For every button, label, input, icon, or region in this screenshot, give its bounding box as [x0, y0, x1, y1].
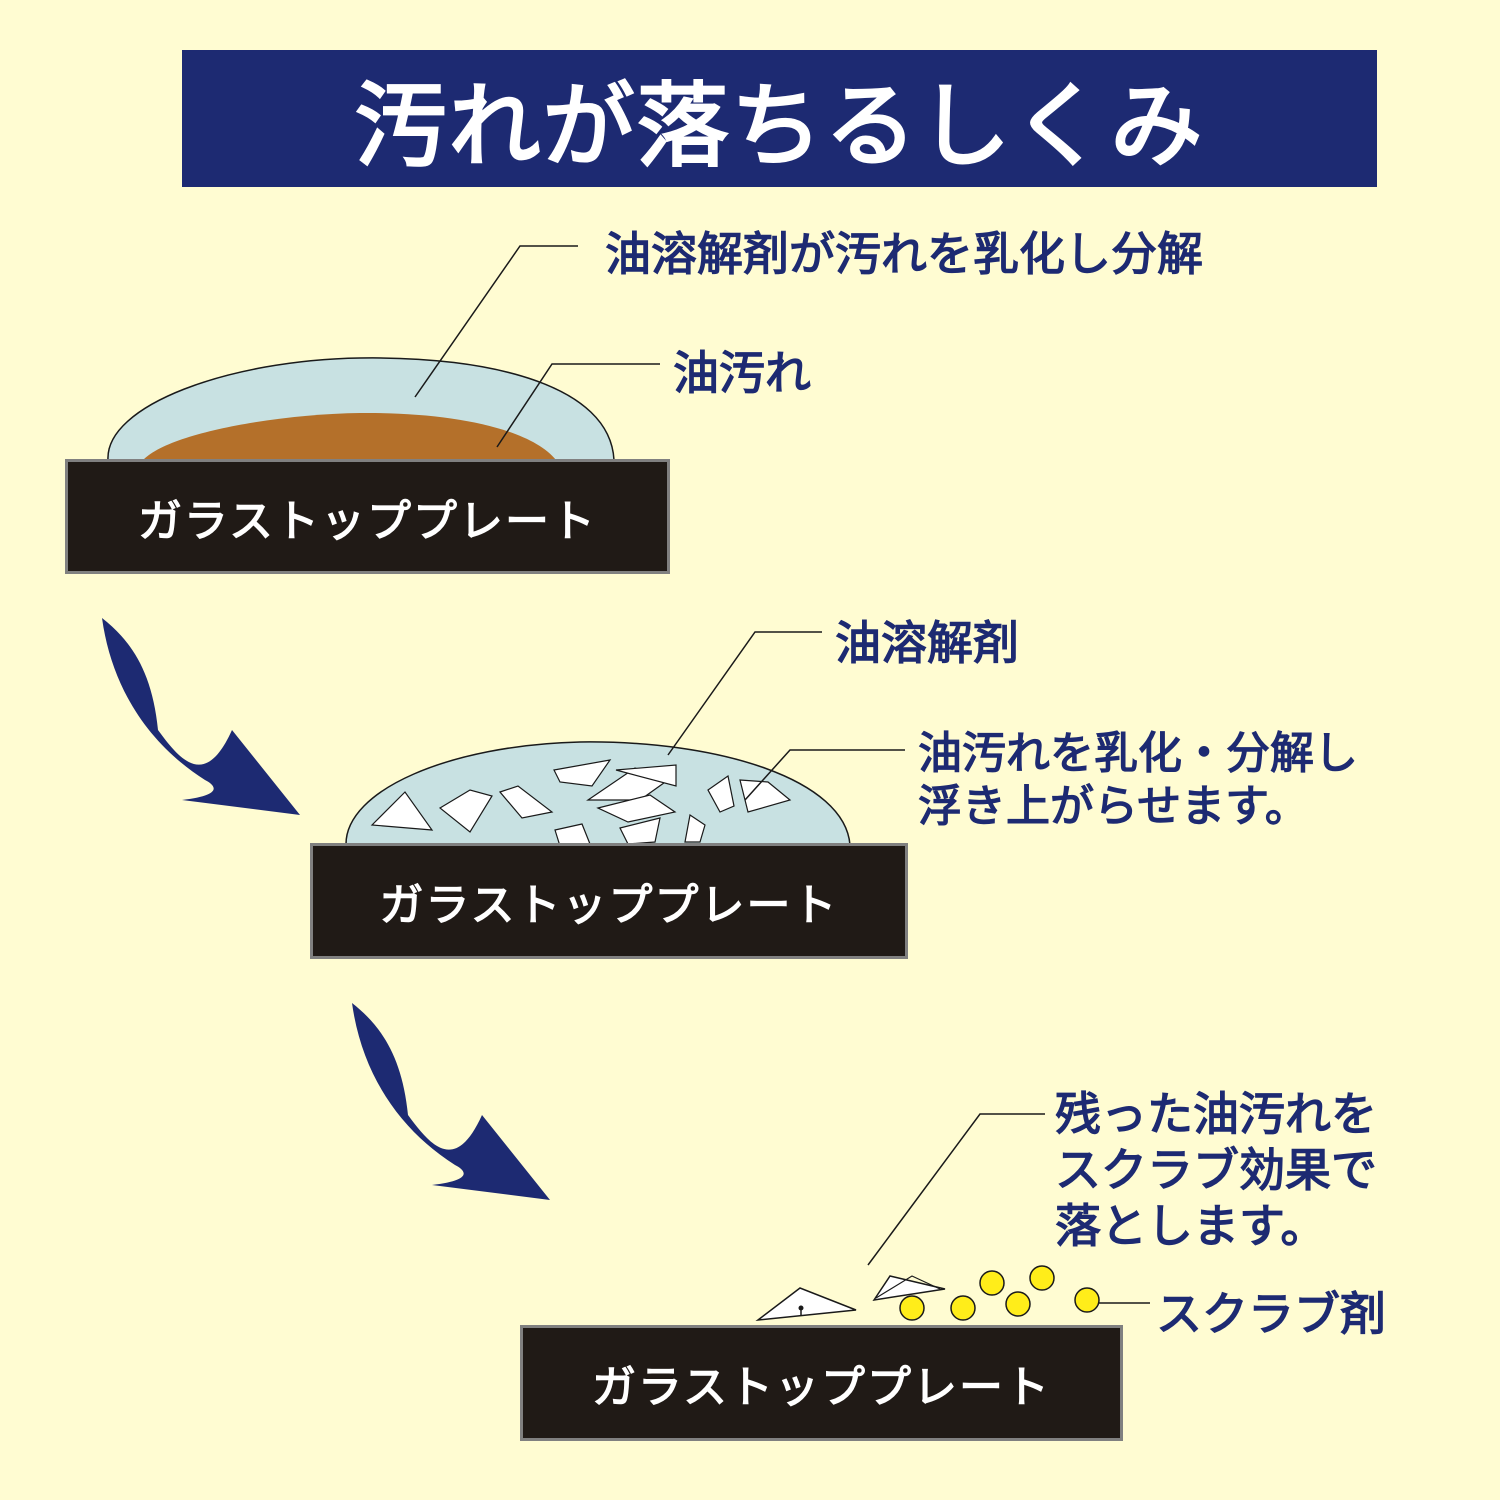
stage2-emulsify-leader-line	[744, 749, 905, 801]
stage2-emulsify-line-1: 油汚れを乳化・分解し	[918, 728, 1358, 779]
stage2-oil-fragments	[370, 759, 792, 847]
oil-fragment-2	[872, 1275, 946, 1302]
stage3-scrub-label: 残った油汚れを スクラブ効果で 落とします。	[1055, 1086, 1377, 1254]
page-title: 汚れが落ちるしくみ	[354, 73, 1205, 180]
stage1-oil-stain	[143, 412, 556, 460]
glass-top-plate-2: ガラストッププレート	[310, 843, 908, 959]
stage1-solvent-label: 油溶解剤が汚れを乳化し分解	[605, 227, 1203, 281]
stage2-emulsify-label: 油汚れを乳化・分解し 浮き上がらせます。	[918, 728, 1358, 834]
plate-label: ガラストッププレート	[137, 495, 598, 547]
glass-top-plate-3: ガラストッププレート	[520, 1325, 1123, 1441]
stage2-emulsify-line-2: 浮き上がらせます。	[918, 780, 1309, 832]
stage2-solvent-label: 油溶解剤	[835, 616, 1019, 670]
stage3-scrub-line-3: 落とします。	[1055, 1199, 1327, 1253]
stage1-solvent-leader-line	[414, 245, 578, 398]
stage1-oil-leader-line	[496, 363, 660, 448]
title-banner: 汚れが落ちるしくみ	[182, 50, 1377, 187]
plate-label: ガラストッププレート	[379, 880, 839, 931]
stage1-illustration	[107, 245, 660, 461]
stage3-scrub-leader-line	[867, 1113, 1045, 1266]
stage1-oil-label: 油汚れ	[673, 346, 811, 400]
stage3-illustration	[755, 1113, 1150, 1322]
oil-fragment-1	[755, 1287, 857, 1322]
flow-arrow-2	[352, 1003, 550, 1200]
flow-arrow-1	[102, 618, 300, 815]
plate-label: ガラストッププレート	[591, 1362, 1052, 1413]
scrub-particles	[899, 1265, 1100, 1321]
stage3-scrub-line-2: スクラブ効果で	[1055, 1143, 1377, 1197]
stage2-illustration	[345, 631, 905, 847]
scrub-agent-label: スクラブ剤	[1156, 1287, 1386, 1341]
oil-fragment-2-crease	[875, 1275, 941, 1299]
stage3-scrub-line-1: 残った油汚れを	[1055, 1087, 1377, 1141]
glass-top-plate-1: ガラストッププレート	[65, 459, 670, 574]
stage2-solvent-leader-line	[667, 631, 822, 756]
